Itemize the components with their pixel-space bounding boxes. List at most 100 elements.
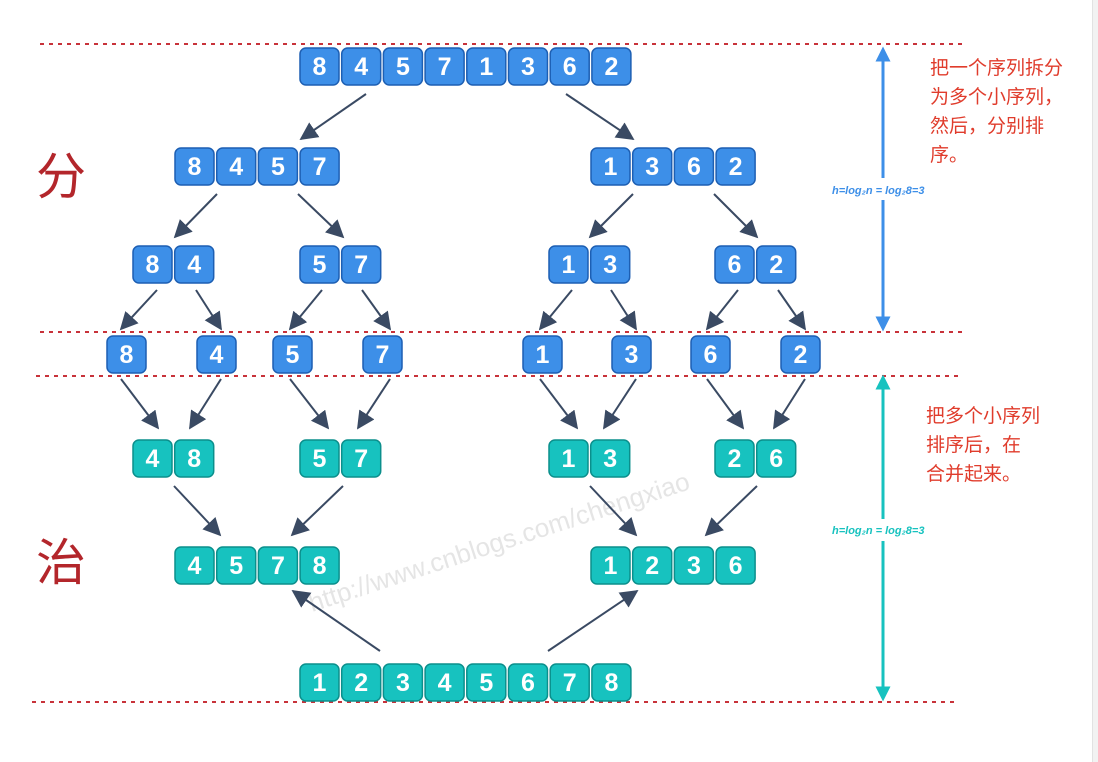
- number-label: 8: [187, 445, 201, 473]
- number-label: 2: [645, 552, 659, 580]
- number-label: 7: [354, 445, 368, 473]
- number-group: 5: [272, 335, 313, 374]
- number-box: [631, 147, 673, 186]
- flow-arrow: [290, 485, 344, 537]
- number-group: 7: [362, 335, 403, 374]
- flow-arrow: [547, 589, 639, 652]
- number-label: 1: [562, 251, 576, 279]
- number-box: [132, 439, 173, 478]
- number-box: [548, 439, 589, 478]
- divide-formula: h=log₂n = log₂8=3: [832, 185, 924, 197]
- number-label: 3: [645, 153, 659, 181]
- flow-arrow: [357, 378, 391, 430]
- number-label: 7: [354, 251, 368, 279]
- number-label: 2: [728, 445, 742, 473]
- number-label: 2: [729, 153, 743, 181]
- number-label: 8: [313, 53, 327, 81]
- number-box: [611, 335, 652, 374]
- number-box: [340, 663, 382, 702]
- number-box: [272, 335, 313, 374]
- number-box: [299, 439, 340, 478]
- conquer-height-indicator: h=log₂n = log₂8=3: [826, 374, 972, 702]
- number-box: [714, 245, 755, 284]
- number-label: 1: [313, 669, 327, 697]
- separator-lines: [32, 43, 962, 703]
- scrollbar[interactable]: [1092, 0, 1098, 762]
- number-box: [174, 546, 215, 585]
- number-box: [549, 47, 590, 86]
- conquer-formula: h=log₂n = log₂8=3: [832, 525, 924, 537]
- flow-arrow: [361, 289, 392, 331]
- divide-note-line: 把一个序列拆分: [930, 57, 1063, 79]
- number-box: [507, 47, 549, 86]
- number-box: [340, 439, 382, 478]
- number-box: [507, 663, 549, 702]
- flow-arrow: [538, 289, 573, 331]
- number-label: 6: [563, 53, 577, 81]
- flow-arrow: [610, 289, 637, 331]
- number-label: 5: [286, 341, 300, 369]
- number-box: [299, 663, 340, 702]
- number-label: 3: [603, 251, 617, 279]
- divide-label: 分: [36, 148, 86, 206]
- number-box: [424, 663, 465, 702]
- number-label: 4: [354, 53, 368, 81]
- flow-arrow: [120, 378, 160, 430]
- flow-arrow: [713, 193, 759, 239]
- number-box: [591, 47, 632, 86]
- number-label: 8: [604, 669, 618, 697]
- number-box: [590, 147, 631, 186]
- number-label: 1: [562, 445, 576, 473]
- number-label: 2: [354, 669, 368, 697]
- number-label: 3: [687, 552, 701, 580]
- number-box: [549, 663, 590, 702]
- number-box: [362, 335, 403, 374]
- number-box: [382, 47, 424, 86]
- number-label: 8: [188, 153, 202, 181]
- number-label: 6: [729, 552, 743, 580]
- number-label: 7: [313, 153, 327, 181]
- number-box: [299, 245, 340, 284]
- number-label: 4: [210, 341, 224, 369]
- number-box: [590, 546, 631, 585]
- number-box: [755, 245, 797, 284]
- number-label: 2: [604, 53, 618, 81]
- number-group: 6: [690, 335, 731, 374]
- flow-arrow: [299, 93, 367, 141]
- number-box: [424, 47, 465, 86]
- flow-arrow: [291, 589, 381, 652]
- flow-arrow: [588, 193, 634, 239]
- number-box: [548, 245, 589, 284]
- conquer-note-line: 把多个小序列: [926, 405, 1040, 427]
- flow-arrow: [706, 378, 745, 430]
- number-box: [173, 245, 215, 284]
- number-box: [257, 147, 299, 186]
- flow-arrow: [589, 485, 638, 537]
- number-box: [714, 439, 755, 478]
- number-label: 4: [229, 153, 243, 181]
- divide-note-line: 序。: [930, 144, 968, 166]
- number-label: 1: [536, 341, 550, 369]
- flow-arrow: [119, 289, 158, 331]
- number-box: [631, 546, 673, 585]
- number-label: 1: [479, 53, 493, 81]
- arrows: [119, 93, 807, 652]
- number-label: 5: [229, 552, 243, 580]
- number-box: [715, 147, 756, 186]
- number-label: 8: [146, 251, 160, 279]
- flow-arrow: [777, 289, 807, 331]
- flow-arrow: [288, 289, 323, 331]
- number-group: 2: [780, 335, 821, 374]
- number-label: 3: [625, 341, 639, 369]
- number-label: 5: [313, 251, 327, 279]
- number-box: [215, 546, 257, 585]
- number-label: 7: [271, 552, 285, 580]
- number-box: [382, 663, 424, 702]
